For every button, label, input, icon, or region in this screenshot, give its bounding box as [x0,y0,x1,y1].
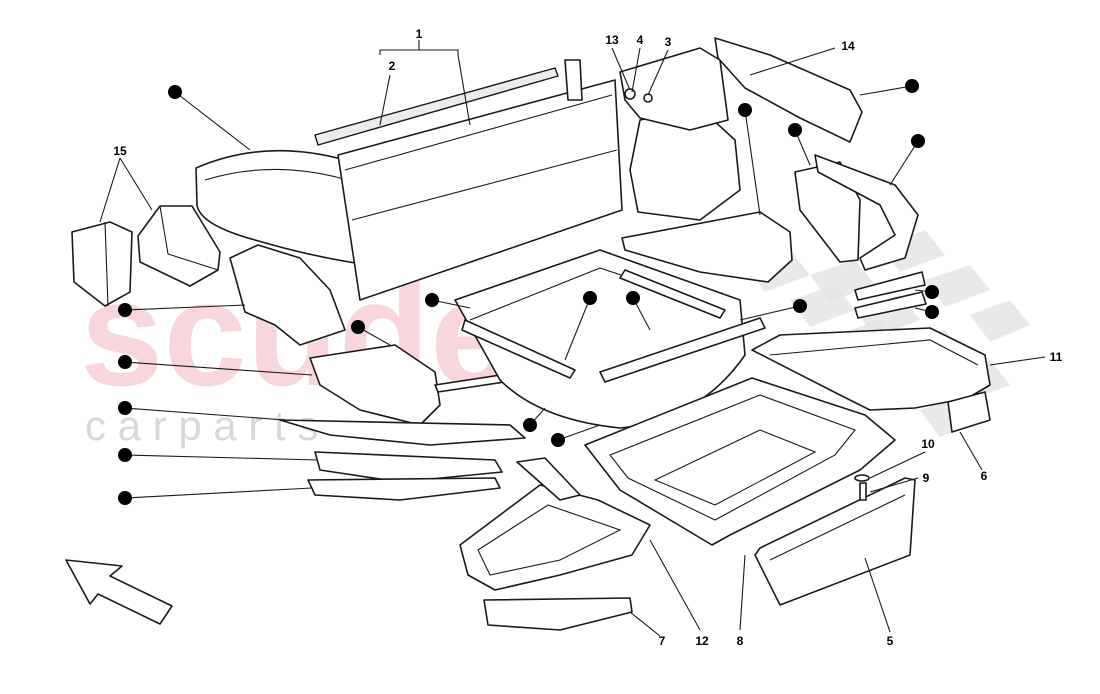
part-7-strip [483,597,633,631]
part-5-cover-panel [754,477,916,606]
marker [905,79,919,93]
marker [925,305,939,319]
central-tub [454,249,766,429]
callout-14: 14 [841,39,855,53]
part-12-tray [459,457,651,591]
part-1-2-rear-panel [314,59,623,301]
callout-9: 9 [923,471,930,485]
callout-13: 13 [605,33,619,47]
marker [793,299,807,313]
marker [118,491,132,505]
part-15-shrouds [71,205,221,307]
callout-10: 10 [921,437,935,451]
marker [925,285,939,299]
marker [523,418,537,432]
marker [788,123,802,137]
marker [118,303,132,317]
marker [583,291,597,305]
callout-3: 3 [665,35,672,49]
left-side-trim [229,244,526,501]
marker [626,291,640,305]
marker [551,433,565,447]
callout-8: 8 [737,634,744,648]
wheel-arch-cover [619,47,741,221]
marker [351,320,365,334]
marker [118,401,132,415]
callout-5: 5 [887,634,894,648]
marker [168,85,182,99]
part-11-tray [751,327,991,433]
marker [911,134,925,148]
part-14-cover [714,37,863,143]
callout-7: 7 [659,634,666,648]
callout-labels: 1 2 3 4 5 6 7 8 9 10 11 12 13 14 15 [113,27,1062,648]
marker [118,355,132,369]
callout-15: 15 [113,144,127,158]
callout-4: 4 [637,33,644,47]
right-side-trims [794,154,927,319]
marker [738,103,752,117]
callout-6: 6 [981,469,988,483]
unnumbered-markers [118,79,939,505]
floor-panel [621,211,793,283]
callout-11: 11 [1050,350,1063,364]
callout-12: 12 [695,634,709,648]
callout-2: 2 [389,59,396,73]
marker [118,448,132,462]
marker [425,293,439,307]
direction-arrow-icon [65,559,173,625]
callout-1: 1 [416,27,423,41]
part-8-boot-tub [584,377,896,546]
